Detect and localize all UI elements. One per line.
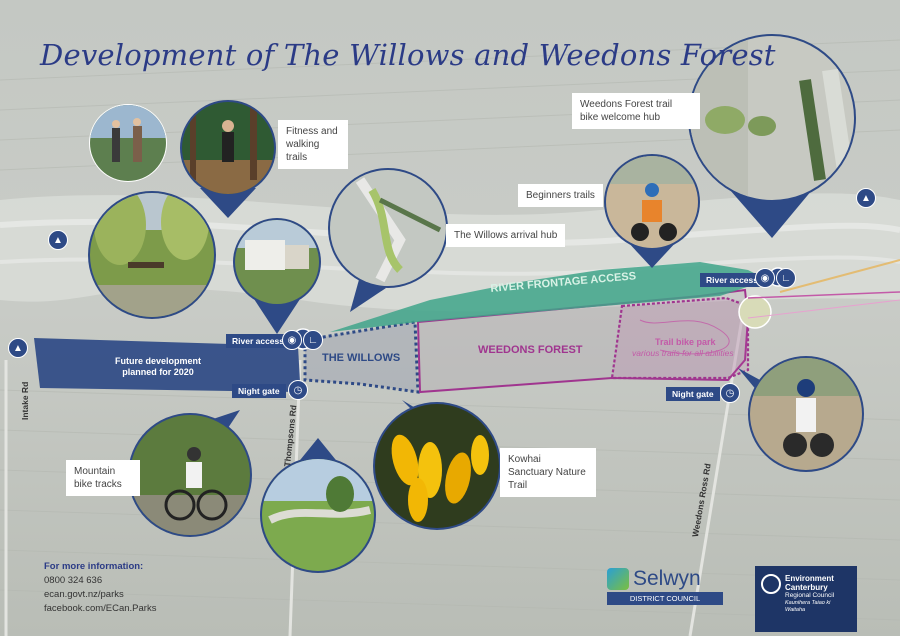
camping-icon: ▲ xyxy=(48,230,68,250)
boat-ramp-icon: ∟ xyxy=(776,268,796,288)
willows-picnic-photo xyxy=(88,191,216,319)
info-heading: For more information: xyxy=(44,561,144,572)
walking-photo xyxy=(89,104,167,182)
selwyn-name: Selwyn xyxy=(633,567,701,590)
weedons-forest-label: WEEDONS FOREST xyxy=(478,344,583,356)
camping-photo-pin xyxy=(233,218,321,334)
ecan-logo: Environment Canterbury Regional Council … xyxy=(755,566,857,632)
info-facebook[interactable]: facebook.com/ECan.Parks xyxy=(44,603,157,614)
clock-icon: ◷ xyxy=(288,380,308,400)
selwyn-logo: Selwyn DISTRICT COUNCIL xyxy=(607,568,723,605)
weedons-hub-aerial-pin xyxy=(688,34,856,238)
willows-hub-aerial-pin xyxy=(328,168,448,312)
willows-hub-callout: The Willows arrival hub xyxy=(446,224,566,247)
boat-ramp-icon: ∟ xyxy=(303,330,323,350)
fitness-callout: Fitness and walking trails xyxy=(278,120,348,169)
clock-icon: ◷ xyxy=(720,383,740,403)
future-development-label: Future development planned for 2020 xyxy=(114,356,201,377)
ecan-line-4: Kaunihera Taiao ki Waitaha xyxy=(785,600,831,613)
trail-bike-park-subtitle: various trails for all abilities xyxy=(632,348,734,358)
info-phone[interactable]: 0800 324 636 xyxy=(44,575,103,586)
weedons-hub-callout: Weedons Forest trail bike welcome hub xyxy=(572,93,700,129)
night-gate-left-badge: Night gate xyxy=(232,384,286,398)
willows-hub-callout-text: The Willows arrival hub xyxy=(454,230,558,241)
mountain-bike-callout: Mountain bike tracks xyxy=(66,460,140,496)
kowhai-callout-text: Kowhai Sanctuary Nature Trail xyxy=(508,454,586,491)
park-photo-pin xyxy=(260,438,376,573)
mountain-bike-photo-pin xyxy=(128,410,252,537)
vehicle-icon: ◉ xyxy=(282,330,302,350)
vehicle-icon: ◉ xyxy=(755,268,775,288)
contact-info: For more information: 0800 324 636 ecan.… xyxy=(44,560,156,616)
kowhai-photo-pin xyxy=(373,400,501,530)
river-access-right-badge: River access xyxy=(700,273,764,287)
intake-road-label: Intake Rd xyxy=(20,381,30,420)
beginners-callout: Beginners trails xyxy=(518,184,603,207)
the-willows-boundary xyxy=(303,320,420,394)
ecan-emblem-icon xyxy=(761,574,781,594)
ecan-line-2: Canterbury xyxy=(785,583,828,592)
selwyn-subtitle: DISTRICT COUNCIL xyxy=(607,592,723,605)
camping-icon: ▲ xyxy=(8,338,28,358)
camping-icon: ▲ xyxy=(856,188,876,208)
page-title: Development of The Willows and Weedons F… xyxy=(40,38,776,72)
ecan-line-3: Regional Council xyxy=(785,592,835,599)
night-gate-right-badge: Night gate xyxy=(666,387,720,401)
kowhai-callout: Kowhai Sanctuary Nature Trail xyxy=(500,448,596,497)
the-willows-label: THE WILLOWS xyxy=(322,352,401,364)
trail-bike-park-title: Trail bike park xyxy=(655,337,716,347)
selwyn-swirl-icon xyxy=(607,568,629,590)
trail-bike-park-boundary xyxy=(610,296,750,380)
beginners-callout-text: Beginners trails xyxy=(526,190,595,201)
ecan-line-1: Environment xyxy=(785,574,834,583)
future-development-area xyxy=(34,338,300,392)
river-frontage-area xyxy=(330,262,768,332)
running-photo-pin xyxy=(180,100,276,218)
beginners-photo-pin xyxy=(604,154,700,268)
fitness-callout-text: Fitness and walking trails xyxy=(286,126,338,163)
mountain-bike-callout-text: Mountain bike tracks xyxy=(74,466,122,490)
motocross-photo-pin xyxy=(738,356,864,472)
info-website[interactable]: ecan.govt.nz/parks xyxy=(44,589,124,600)
weedons-hub-callout-text: Weedons Forest trail bike welcome hub xyxy=(580,99,673,123)
river-access-left-badge: River access xyxy=(226,334,290,348)
